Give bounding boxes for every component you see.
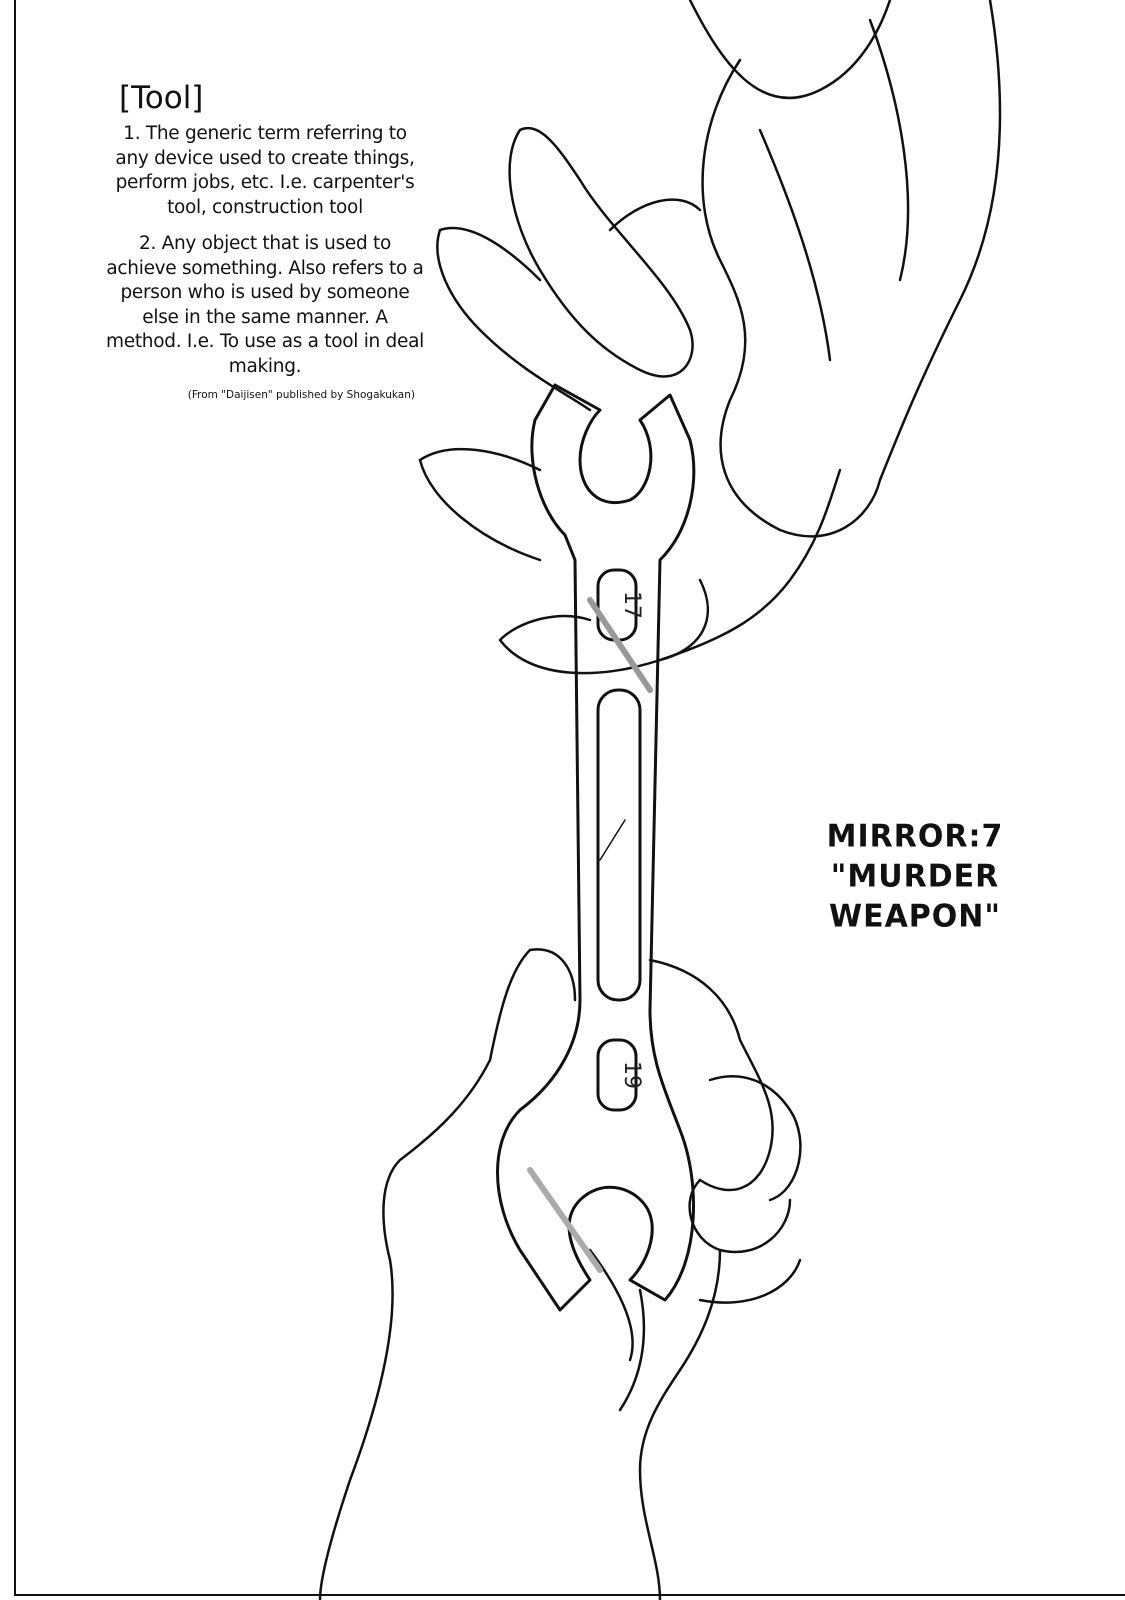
chapter-title: "MURDER WEAPON" [828,858,1002,935]
wrench [496,383,696,1312]
definition-title: [Tool] [119,80,204,116]
definition-entry-2: 2. Any object that is used to achieve so… [106,233,424,377]
dictionary-definition: [Tool] 1. The generic term referring to … [105,80,425,401]
definition-source: (From "Daijisen" published by Shogakukan… [187,389,415,401]
upper-hand [418,0,1002,675]
wrench-top-size: 17 [619,591,644,619]
chapter-title-block: MIRROR:7 "MURDER WEAPON" [760,817,1070,937]
wrench-bottom-badge [596,1038,638,1112]
definition-entry-1: 1. The generic term referring to any dev… [115,123,415,218]
lower-hand [318,948,802,1600]
wrench-bottom-size: 19 [619,1061,644,1089]
chapter-number: MIRROR:7 [826,818,1004,855]
wrench-center-slot [596,688,642,1002]
